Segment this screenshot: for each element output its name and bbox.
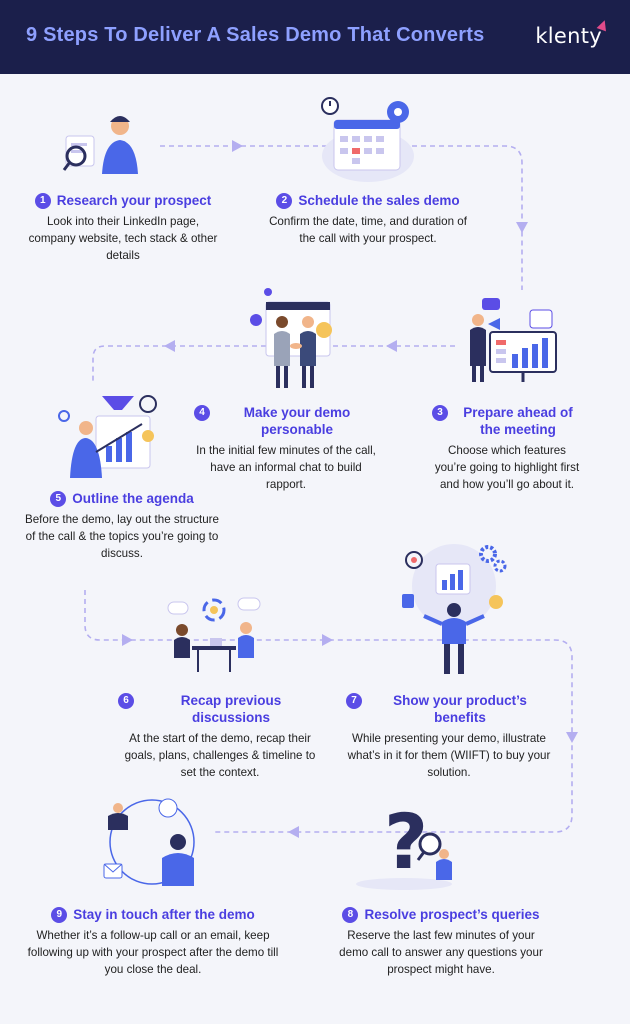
step-number-badge: 3	[432, 405, 448, 421]
step-3: 3 Prepare ahead of the meeting Choose whi…	[432, 404, 582, 493]
step-description: At the start of the demo, recap their go…	[124, 732, 316, 779]
page-title: 9 Steps To Deliver A Sales Demo That Con…	[26, 24, 485, 46]
step-description: Look into their LinkedIn page, company w…	[28, 215, 218, 262]
step-6: 6 Recap previous discussions At the start…	[118, 692, 322, 781]
step-title: Make your demo personable	[243, 405, 351, 437]
queries-illustration-icon: ?	[356, 798, 452, 890]
arrow-left-icon	[288, 826, 299, 838]
step-title: Research your prospect	[56, 193, 212, 208]
step-7: 7 Show your product’s benefits While pres…	[346, 692, 552, 781]
step-title: Resolve prospect’s queries	[364, 907, 540, 922]
arrow-left-icon	[386, 340, 397, 352]
step-description: Before the demo, lay out the structure o…	[25, 513, 219, 560]
brand-logo: klenty	[535, 24, 602, 48]
step-8: 8 Resolve prospect’s queries Reserve the …	[334, 906, 548, 978]
step-description: While presenting your demo, illustrate w…	[347, 732, 551, 779]
step-title: Stay in touch after the demo	[73, 907, 255, 922]
step-1: 1 Research your prospect Look into their …	[28, 192, 218, 264]
step-9: 9 Stay in touch after the demo Whether it…	[26, 906, 280, 978]
recap-discussion-illustration-icon	[167, 597, 261, 672]
step-4: 4 Make your demo personable In the initia…	[194, 404, 378, 493]
step-title: Schedule the sales demo	[298, 193, 460, 208]
meeting-prep-illustration-icon	[470, 298, 557, 382]
step-2: 2 Schedule the sales demo Confirm the dat…	[268, 192, 468, 247]
step-title: Show your product’s benefits	[393, 693, 527, 725]
arrow-right-icon	[322, 634, 333, 646]
header: 9 Steps To Deliver A Sales Demo That Con…	[0, 0, 630, 74]
step-title: Prepare ahead of the meeting	[463, 405, 573, 437]
step-number-badge: 5	[50, 491, 67, 507]
step-number-badge: 9	[51, 907, 68, 923]
handshake-illustration-icon	[250, 288, 332, 388]
arrow-down-icon	[516, 222, 528, 233]
step-description: Reserve the last few minutes of your dem…	[339, 929, 543, 976]
agenda-illustration-icon	[58, 395, 157, 478]
step-number-badge: 1	[34, 193, 51, 209]
stay-in-touch-illustration-icon	[103, 798, 195, 886]
step-description: Choose which features you’re going to hi…	[434, 444, 580, 491]
arrow-left-icon	[164, 340, 175, 352]
step-5: 5 Outline the agenda Before the demo, lay…	[22, 490, 222, 562]
step-title: Recap previous discussions	[180, 693, 282, 725]
step-number-badge: 7	[346, 693, 362, 709]
step-description: Whether it’s a follow-up call or an emai…	[27, 929, 279, 976]
step-number-badge: 4	[194, 405, 210, 421]
arrow-right-icon	[232, 140, 243, 152]
benefits-illustration-icon	[402, 544, 507, 674]
step-number-badge: 8	[342, 907, 359, 923]
arrow-down-icon	[566, 732, 578, 743]
arrow-right-icon	[122, 634, 133, 646]
step-number-badge: 6	[118, 693, 134, 709]
research-illustration-icon	[62, 116, 138, 174]
step-description: Confirm the date, time, and duration of …	[269, 215, 467, 245]
calendar-illustration-icon	[321, 97, 414, 182]
step-title: Outline the agenda	[72, 491, 194, 506]
step-number-badge: 2	[276, 193, 293, 209]
step-description: In the initial few minutes of the call, …	[196, 444, 376, 491]
